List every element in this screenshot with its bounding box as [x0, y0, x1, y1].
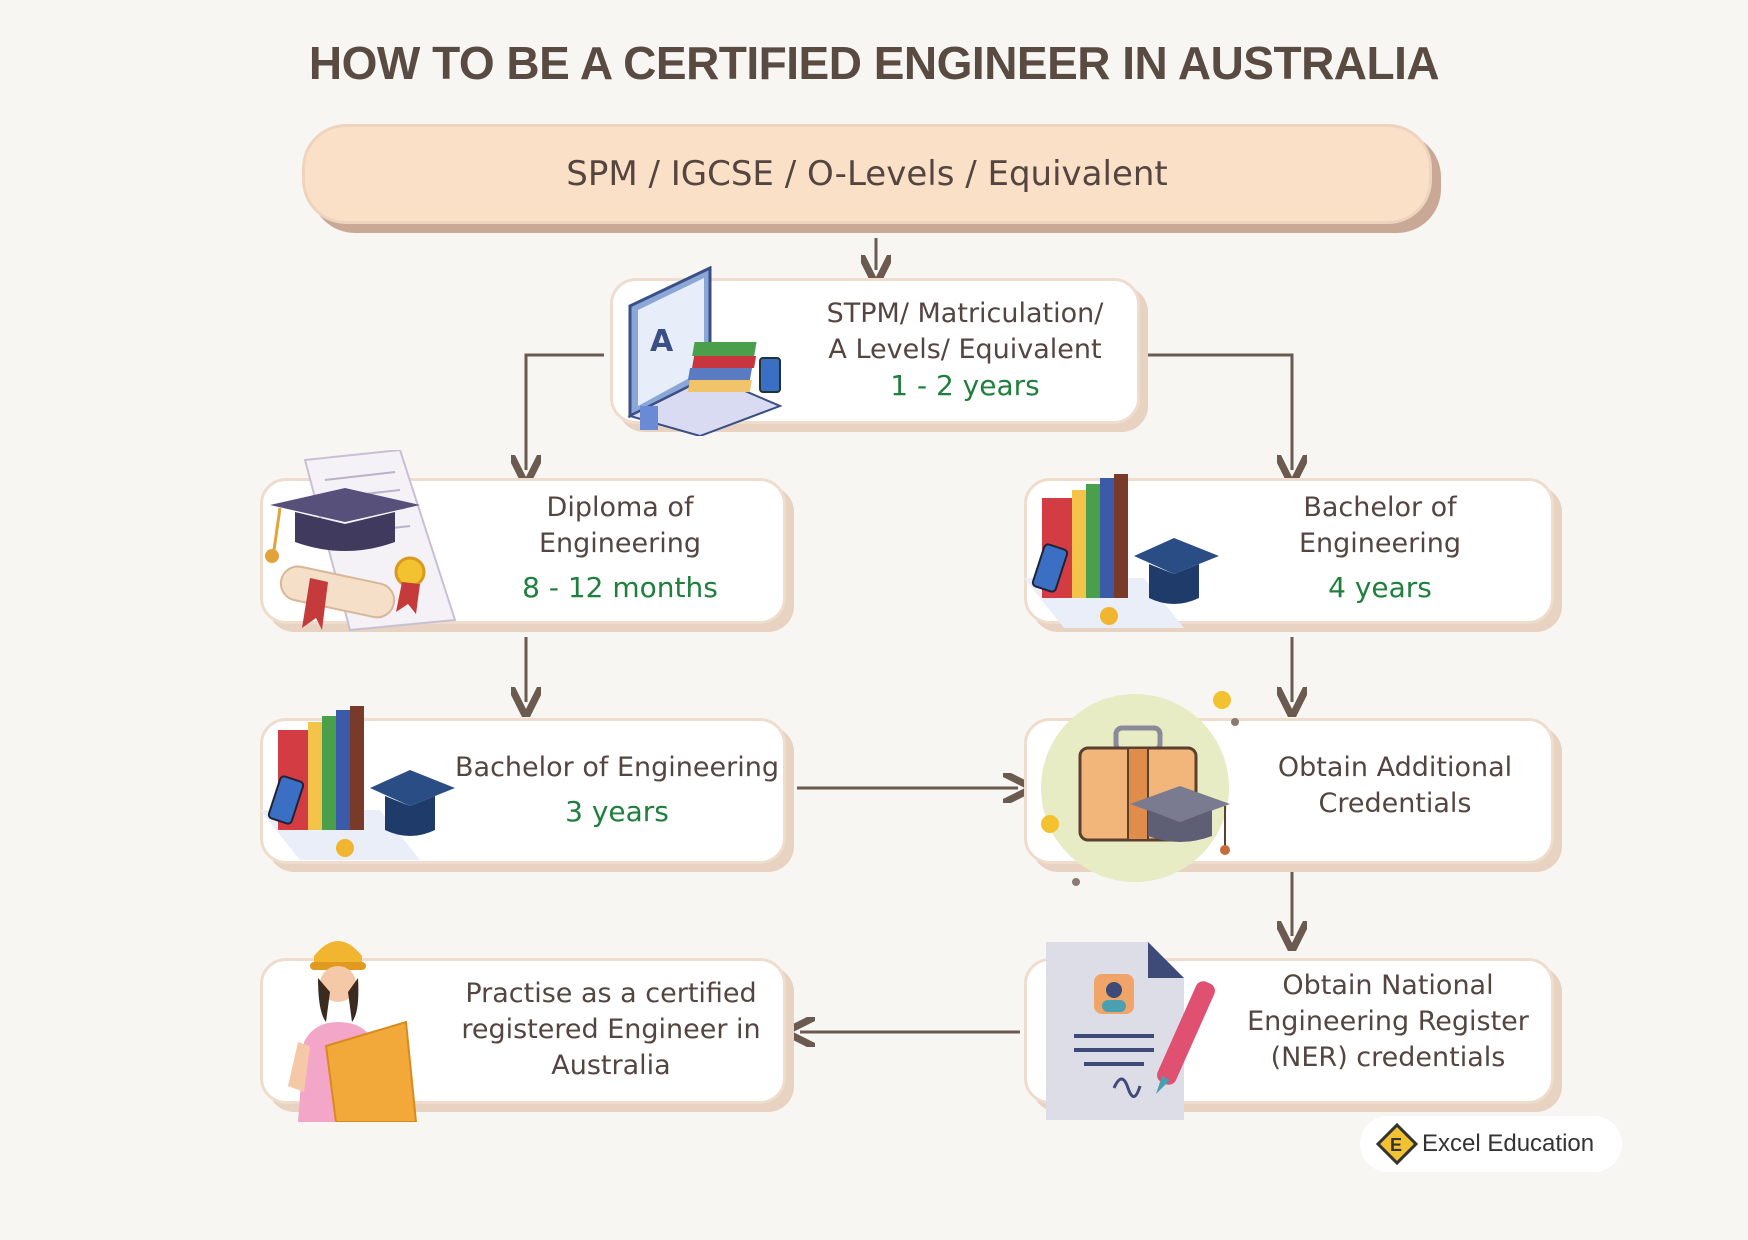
books-cap-icon [260, 706, 455, 860]
diploma-line2: Engineering [539, 528, 701, 559]
briefcase-cap-icon [1041, 691, 1239, 886]
ner-line3: (NER) credentials [1270, 1042, 1506, 1073]
ner-line2: Engineering Register [1247, 1006, 1529, 1037]
page-title: HOW TO BE A CERTIFIED ENGINEER IN AUSTRA… [308, 37, 1440, 89]
practise-text: Practise as a certified registered Engin… [446, 976, 776, 1084]
bachelor3-text: Bachelor of Engineering 3 years [450, 750, 784, 830]
diploma-line1: Diploma of [546, 492, 694, 523]
bachelor4-duration: 4 years [1328, 571, 1432, 604]
practise-line2: registered Engineer in [461, 1014, 761, 1045]
ner-text: Obtain National Engineering Register (NE… [1228, 968, 1548, 1076]
engineer-woman-icon [288, 941, 418, 1122]
svg-text:A: A [650, 324, 674, 359]
stpm-line1: STPM/ Matriculation/ [826, 298, 1104, 329]
laptop-books-icon: A [627, 266, 783, 436]
bachelor3-line1: Bachelor of Engineering [455, 752, 779, 783]
bachelor4-line1: Bachelor of [1303, 492, 1457, 523]
credentials-line1: Obtain Additional [1277, 752, 1513, 783]
practise-line1: Practise as a certified [465, 978, 757, 1009]
stpm-line2: A Levels/ Equivalent [828, 334, 1102, 365]
books-cap-icon [1024, 474, 1219, 628]
start-label: SPM / IGCSE / O-Levels / Equivalent [566, 154, 1168, 194]
stpm-text: STPM/ Matriculation/ A Levels/ Equivalen… [800, 296, 1130, 404]
arrow-stpm-to-bachelor4 [1146, 353, 1292, 470]
bachelor3-duration: 3 years [565, 795, 669, 828]
credentials-line2: Credentials [1318, 788, 1472, 819]
certificate-pen-icon [1046, 942, 1215, 1120]
diamond-e-logo-icon: E [1376, 1123, 1418, 1165]
ner-line1: Obtain National [1282, 970, 1494, 1001]
start-box: SPM / IGCSE / O-Levels / Equivalent [302, 124, 1432, 224]
arrow-stpm-to-diploma [526, 353, 604, 470]
logo-text: Excel Education [1422, 1130, 1595, 1157]
bachelor4-line2: Engineering [1299, 528, 1461, 559]
excel-education-logo: E Excel Education [1360, 1116, 1622, 1172]
credentials-text: Obtain Additional Credentials [1250, 750, 1540, 822]
stpm-duration: 1 - 2 years [890, 369, 1040, 402]
bachelor4-text: Bachelor of Engineering 4 years [1230, 490, 1530, 606]
practise-line3: Australia [551, 1050, 671, 1081]
diploma-duration: 8 - 12 months [522, 571, 718, 604]
graduation-cap-diploma-icon [265, 450, 457, 632]
diploma-text: Diploma of Engineering 8 - 12 months [470, 490, 770, 606]
svg-text:E: E [1390, 1135, 1402, 1155]
